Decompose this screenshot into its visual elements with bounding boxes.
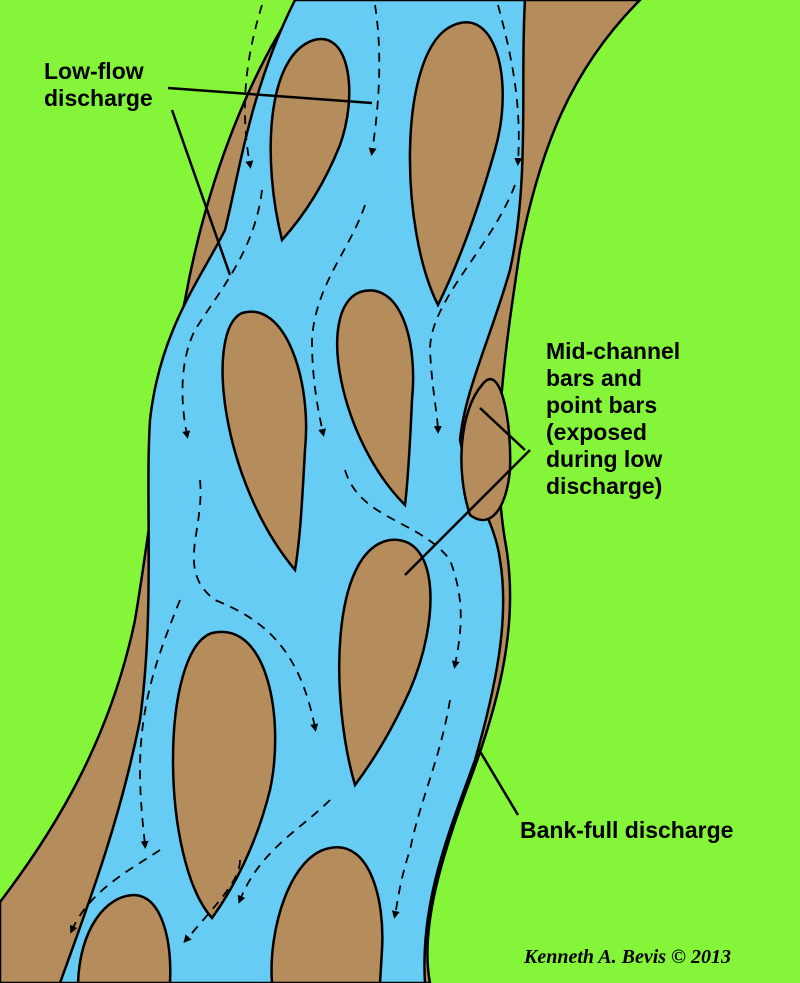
mid-channel-bar <box>337 538 432 788</box>
mid-channel-bar <box>171 630 277 920</box>
mid-channel-bar <box>76 893 172 983</box>
mid-channel-bar <box>408 21 504 308</box>
bars-label: Mid-channel bars and point bars (exposed… <box>546 338 680 500</box>
label-line: discharge) <box>546 473 663 499</box>
leader-lines <box>167 86 531 816</box>
label-line: point bars <box>546 392 658 418</box>
flow-path <box>181 189 263 439</box>
flow-path <box>368 4 381 156</box>
bars-leader <box>479 407 526 451</box>
low-flow-leader <box>170 109 232 276</box>
author-credit: Kenneth A. Bevis © 2013 <box>524 946 731 968</box>
sediment-bars <box>76 21 512 983</box>
mid-channel-bar <box>269 37 351 243</box>
label-line: Low-flow <box>44 58 144 84</box>
mid-channel-bar <box>221 310 308 573</box>
label-line: Mid-channel <box>546 338 681 364</box>
low-flow-discharge-label: Low-flow discharge <box>44 58 153 112</box>
bars-leader <box>404 449 531 576</box>
label-line: discharge <box>44 85 153 111</box>
flow-path <box>237 799 331 904</box>
bank-full-discharge-label: Bank-full discharge <box>520 817 734 843</box>
bank-full-leader <box>476 747 520 816</box>
flow-path <box>139 599 181 849</box>
flow-path <box>344 469 462 669</box>
flow-path <box>244 4 263 169</box>
flow-path <box>311 204 366 437</box>
label-line: bars and <box>546 365 642 391</box>
mid-channel-bar <box>335 289 415 508</box>
low-flow-leader <box>167 86 373 105</box>
flow-path <box>429 184 516 434</box>
point-bar <box>460 377 512 522</box>
label-line: (exposed <box>546 419 647 445</box>
flow-path <box>183 859 241 944</box>
label-line: during low <box>546 446 663 472</box>
low-flow-paths <box>69 4 523 944</box>
flow-path <box>497 4 523 166</box>
mid-channel-bar <box>270 846 384 983</box>
